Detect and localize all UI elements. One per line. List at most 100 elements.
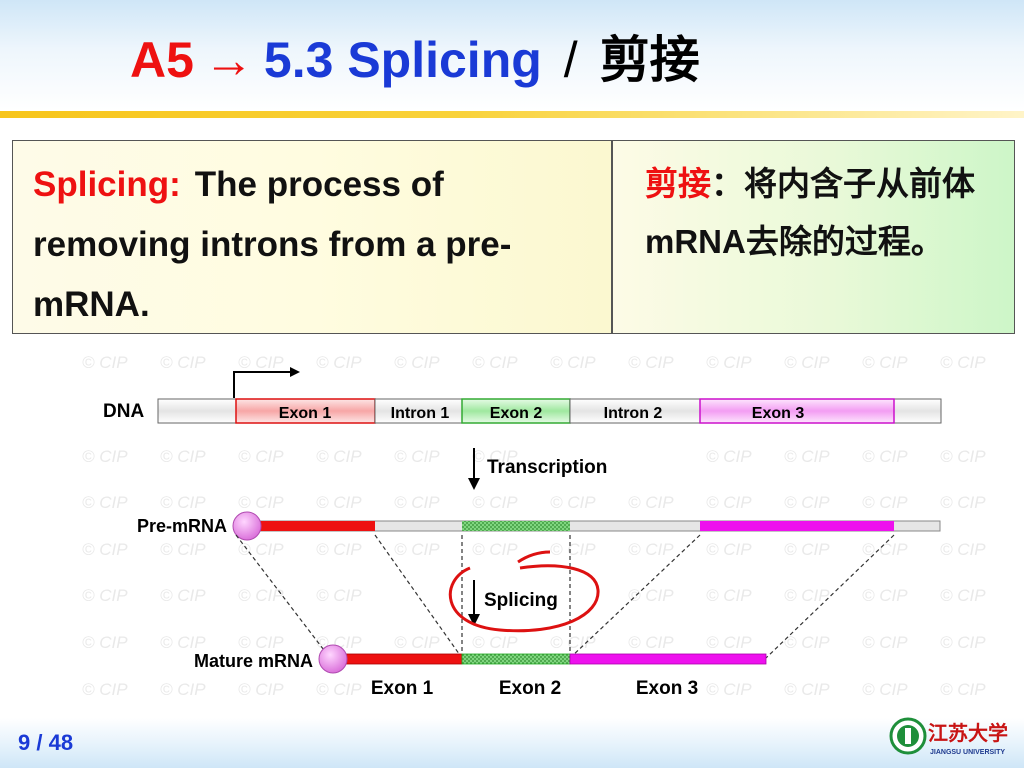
splicing-diagram: © CIP © CIP © CIP © CIP © CIP © CIP © CI… (82, 353, 986, 699)
page-total: 48 (48, 730, 74, 755)
transcription-arrowhead (468, 478, 480, 490)
watermark-text: © CIP (160, 493, 206, 512)
dna-exon-3-label: Exon 3 (752, 405, 805, 422)
highlight-circle (448, 564, 600, 633)
watermark-text: © CIP (316, 493, 362, 512)
watermark-text: © CIP (238, 680, 284, 699)
dna-exon-3 (699, 398, 895, 424)
watermark-text: © CIP (862, 353, 908, 372)
definition-english: Splicing:The process of removing introns… (12, 140, 612, 334)
page-number: 9 / 48 (18, 730, 73, 756)
pre-mrna-label: Pre-mRNA (137, 516, 227, 536)
watermark-text: © CIP (316, 540, 362, 559)
mature-exon-1 (343, 653, 463, 665)
watermark-text: © CIP (940, 353, 986, 372)
splicing-label: Splicing (484, 590, 558, 611)
watermark-text: © CIP (706, 447, 752, 466)
page-separator: / (30, 730, 49, 755)
mature-exon-2-label: Exon 2 (499, 678, 561, 699)
title-underline (0, 111, 1024, 118)
watermark-text: © CIP (862, 586, 908, 605)
watermark-text: © CIP (628, 540, 674, 559)
dna-intron-2-label: Intron 2 (604, 405, 663, 422)
watermark-text: © CIP (862, 633, 908, 652)
watermark-text: © CIP (784, 353, 830, 372)
watermark-text: © CIP (784, 586, 830, 605)
watermark-text: © CIP (940, 586, 986, 605)
watermark-text: © CIP (316, 353, 362, 372)
watermark-text: © CIP (784, 493, 830, 512)
watermark-text: © CIP (160, 586, 206, 605)
watermark-text: © CIP (82, 353, 128, 372)
slide-title: A5→5.3 Splicing/剪接 (130, 28, 700, 92)
highlight-circle-tail (517, 550, 551, 564)
promoter-arrowhead (290, 367, 300, 377)
watermark-text: © CIP (628, 353, 674, 372)
dna-intron-1-label: Intron 1 (391, 405, 450, 422)
watermark-text: © CIP (394, 447, 440, 466)
watermark-text: © CIP (706, 353, 752, 372)
definition-term-zh: 剪接 (645, 165, 711, 202)
title-slash: / (563, 32, 578, 88)
watermark-text: © CIP (862, 447, 908, 466)
watermark-text: © CIP (940, 540, 986, 559)
definition-chinese: 剪接：将内含子从前体mRNA去除的过程。 (612, 140, 1015, 334)
watermark-text: © CIP (940, 447, 986, 466)
mature-exon-3-label: Exon 3 (636, 678, 698, 699)
mature-mrna-5prime-cap (318, 644, 348, 674)
watermark-text: © CIP (862, 680, 908, 699)
university-logo: 江苏大学 JIANGSU UNIVERSITY (889, 717, 1008, 756)
watermark-text: © CIP (316, 680, 362, 699)
watermark-text: © CIP (238, 633, 284, 652)
mature-exon-3 (569, 653, 767, 665)
watermark-text: © CIP (472, 493, 518, 512)
mature-mrna-strand (343, 653, 767, 665)
watermark-text: © CIP (160, 680, 206, 699)
watermark-text: © CIP (394, 633, 440, 652)
watermark-text: © CIP (784, 540, 830, 559)
watermark-text: © CIP (706, 633, 752, 652)
page-current: 9 (18, 730, 31, 755)
watermark-text: © CIP (82, 633, 128, 652)
splicing-guide-lines (235, 534, 895, 659)
promoter-arrow-icon (233, 371, 292, 398)
watermark-text: © CIP (862, 540, 908, 559)
watermark-text: © CIP (550, 540, 596, 559)
watermark-text: © CIP (628, 493, 674, 512)
dna-exon-2-label: Exon 2 (490, 405, 543, 422)
watermark-text: © CIP (862, 493, 908, 512)
header-background (0, 0, 1024, 110)
watermark-text: © CIP (394, 493, 440, 512)
splicing-arrowhead (468, 614, 480, 626)
mature-exon-1-label: Exon 1 (371, 678, 434, 699)
watermark: © CIP © CIP © CIP © CIP © CIP © CIP © CI… (82, 353, 986, 699)
pre-mrna-exon-1 (260, 521, 375, 531)
watermark-text: © CIP (706, 540, 752, 559)
watermark-text: © CIP (82, 680, 128, 699)
watermark-text: © CIP (238, 353, 284, 372)
mature-mrna-label: Mature mRNA (194, 651, 313, 671)
watermark-text: © CIP (940, 633, 986, 652)
definition-term-en: Splicing: (33, 165, 181, 204)
dna-exon-2 (461, 398, 571, 424)
dna-strand (157, 398, 942, 424)
pre-mrna-exon-3 (700, 521, 894, 531)
watermark-text: © CIP (394, 540, 440, 559)
watermark-text: © CIP (82, 447, 128, 466)
watermark-text: © CIP (82, 493, 128, 512)
dna-exon-1-label: Exon 1 (279, 405, 332, 422)
watermark-text: © CIP (550, 353, 596, 372)
pre-mrna-5prime-cap (232, 511, 262, 541)
watermark-text: © CIP (238, 493, 284, 512)
dna-intron-2 (569, 398, 701, 424)
definition-text-zh: ：将内含子从前体mRNA去除的过程。 (645, 165, 975, 260)
watermark-text: © CIP (160, 447, 206, 466)
watermark-text: © CIP (784, 447, 830, 466)
watermark-text: © CIP (472, 353, 518, 372)
dna-label: DNA (103, 401, 144, 422)
watermark-text: © CIP (628, 586, 674, 605)
watermark-text: © CIP (160, 540, 206, 559)
pre-mrna-exon-2 (462, 521, 570, 531)
watermark-text: © CIP (706, 680, 752, 699)
dna-exon-1 (235, 398, 376, 424)
